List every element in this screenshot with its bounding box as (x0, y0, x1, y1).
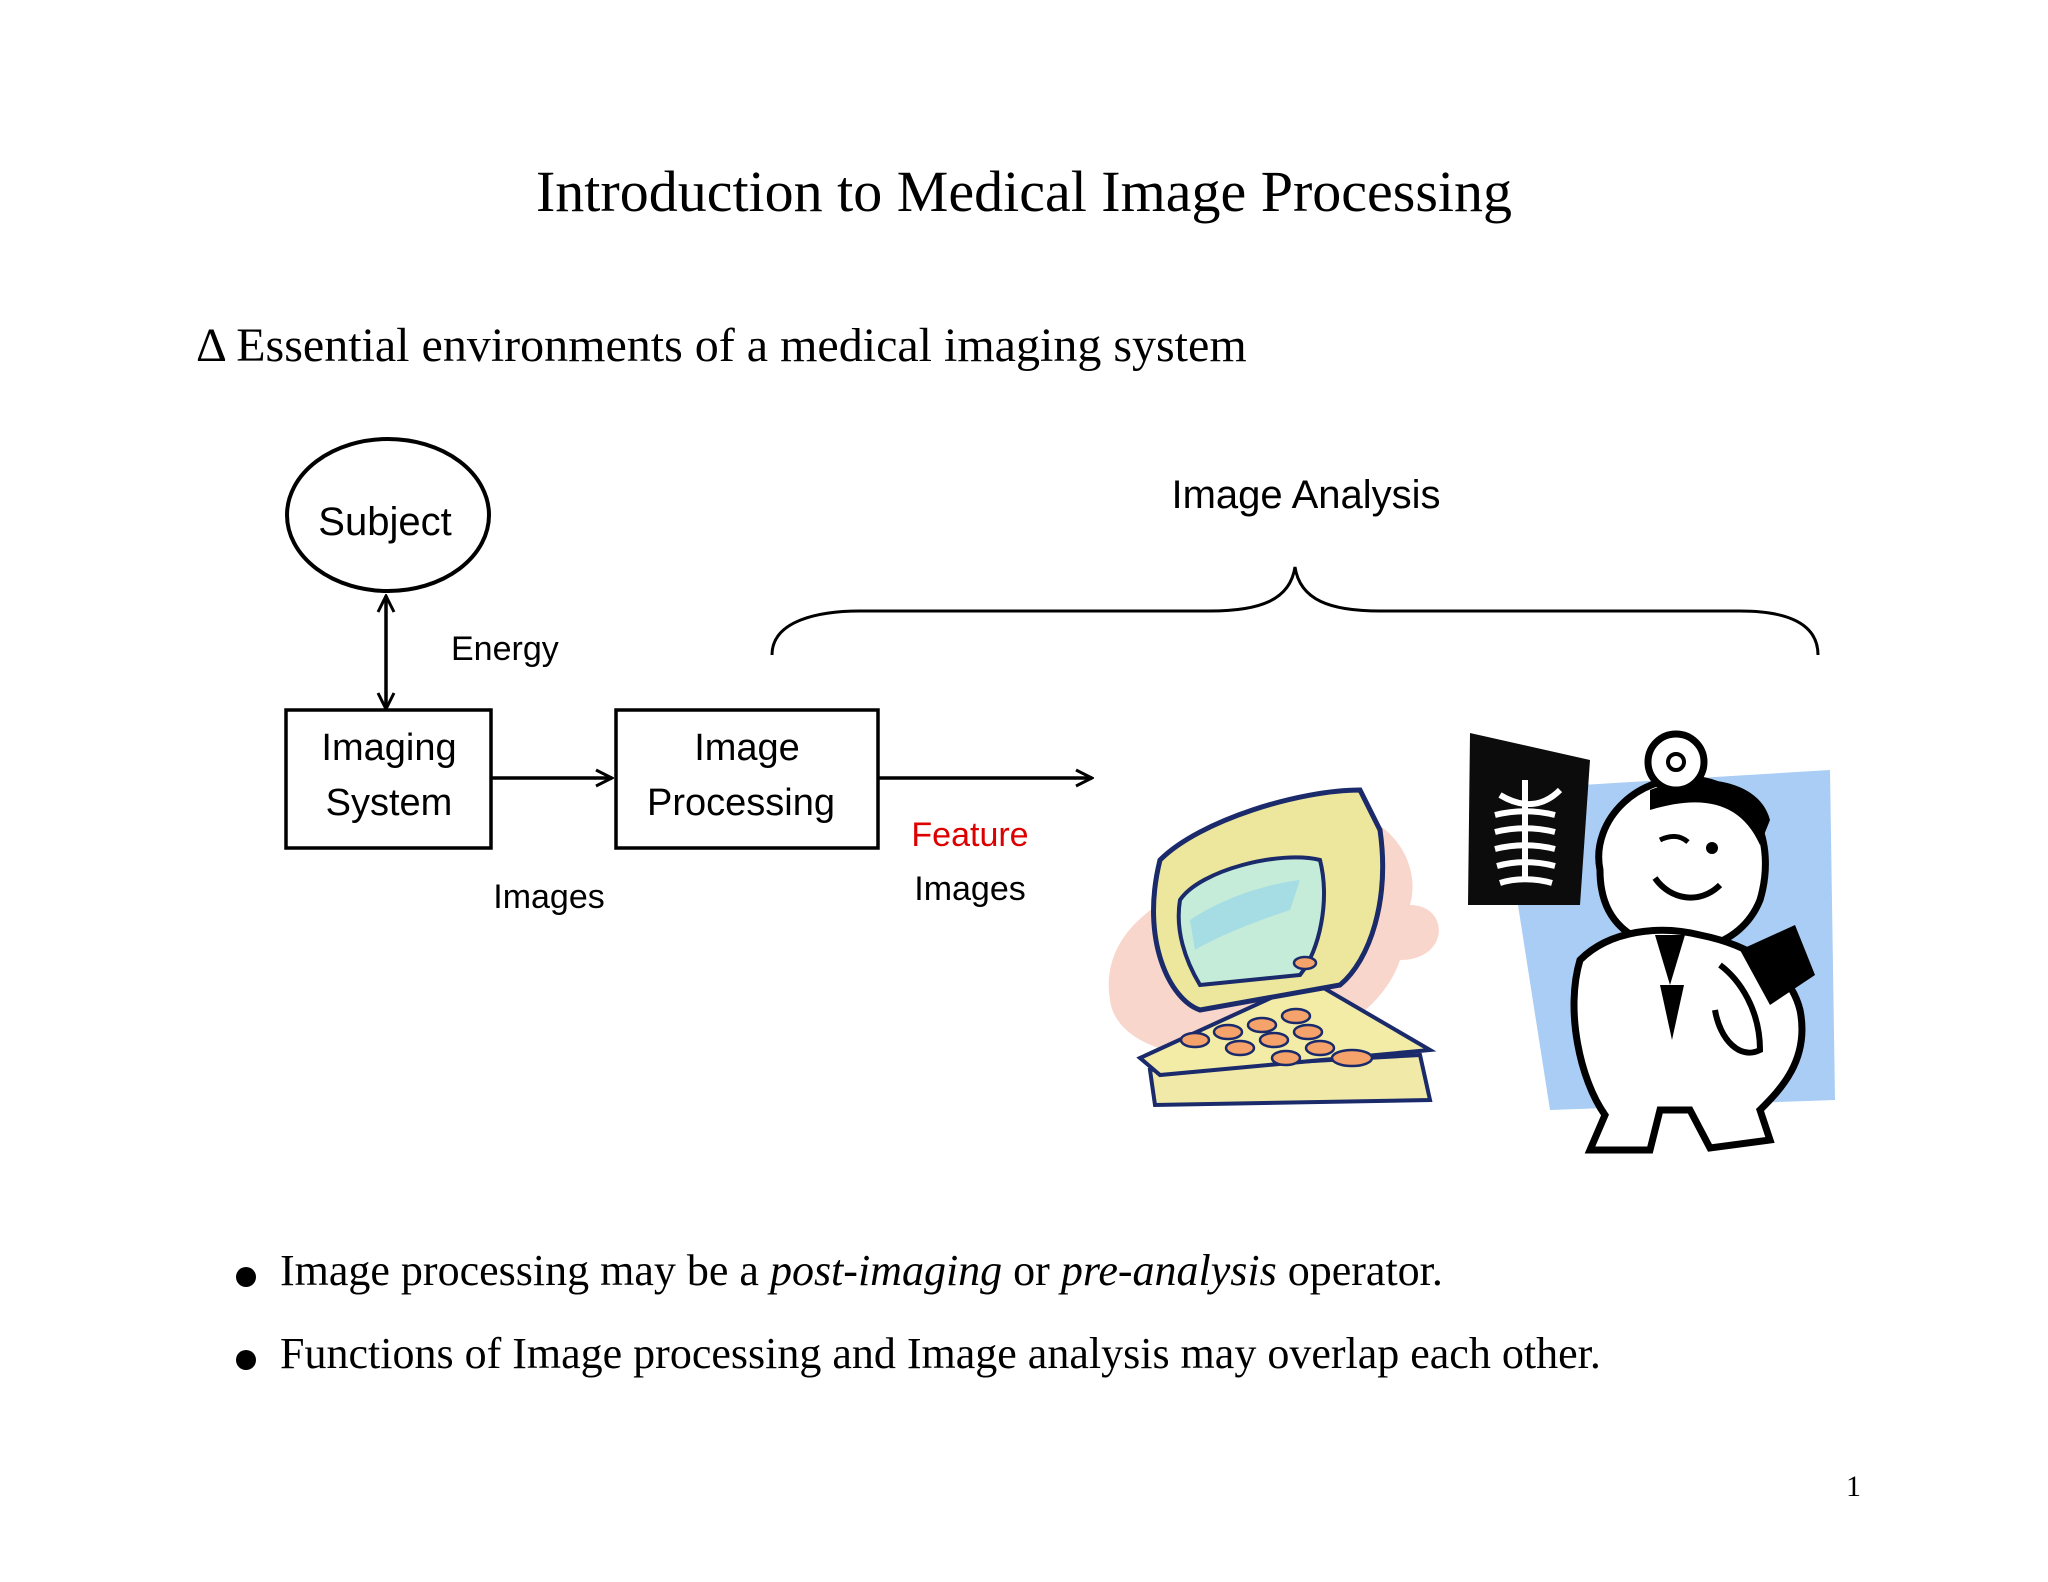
feature-label: Feature (911, 816, 1028, 854)
subject-label: Subject (318, 500, 451, 544)
bullet-2-text: Functions of Image processing and Image … (280, 1329, 1601, 1378)
bullet-dot (236, 1267, 256, 1287)
bullet-list: Image processing may be a post-imaging o… (236, 1245, 1601, 1411)
bullet-1-text-b: or (1002, 1246, 1061, 1295)
bullet-1-emphasis-1: post-imaging (769, 1246, 1003, 1295)
bullet-item: Functions of Image processing and Image … (236, 1328, 1601, 1411)
imaging-system-label-2: System (326, 782, 453, 824)
page-number: 1 (1846, 1470, 1861, 1503)
doctor-with-xray-clipart (1468, 730, 1835, 1154)
image-analysis-brace (770, 566, 1820, 656)
images-label: Images (493, 878, 605, 916)
imaging-system-label-1: Imaging (321, 727, 456, 769)
slide-subtitle: Δ Essential environments of a medical im… (196, 319, 1247, 372)
image-analysis-label: Image Analysis (1171, 473, 1440, 517)
bullet-1-text-a: Image processing may be a (280, 1246, 770, 1295)
energy-label: Energy (451, 630, 559, 668)
bullet-1-emphasis-2: pre-analysis (1060, 1246, 1277, 1295)
computer-clipart (1108, 787, 1439, 1108)
image-processing-label-2: Processing (647, 782, 835, 824)
bullet-item: Image processing may be a post-imaging o… (236, 1245, 1601, 1328)
imaging-system-box (284, 708, 493, 850)
image-processing-label-1: Image (694, 727, 800, 769)
bullet-1-text-c: operator. (1276, 1246, 1443, 1295)
subject-ellipse (285, 437, 491, 593)
slide-title: Introduction to Medical Image Processing (535, 159, 1513, 224)
bullet-dot (236, 1350, 256, 1370)
image-processing-box (614, 708, 880, 850)
feature-images-label: Images (914, 870, 1026, 908)
